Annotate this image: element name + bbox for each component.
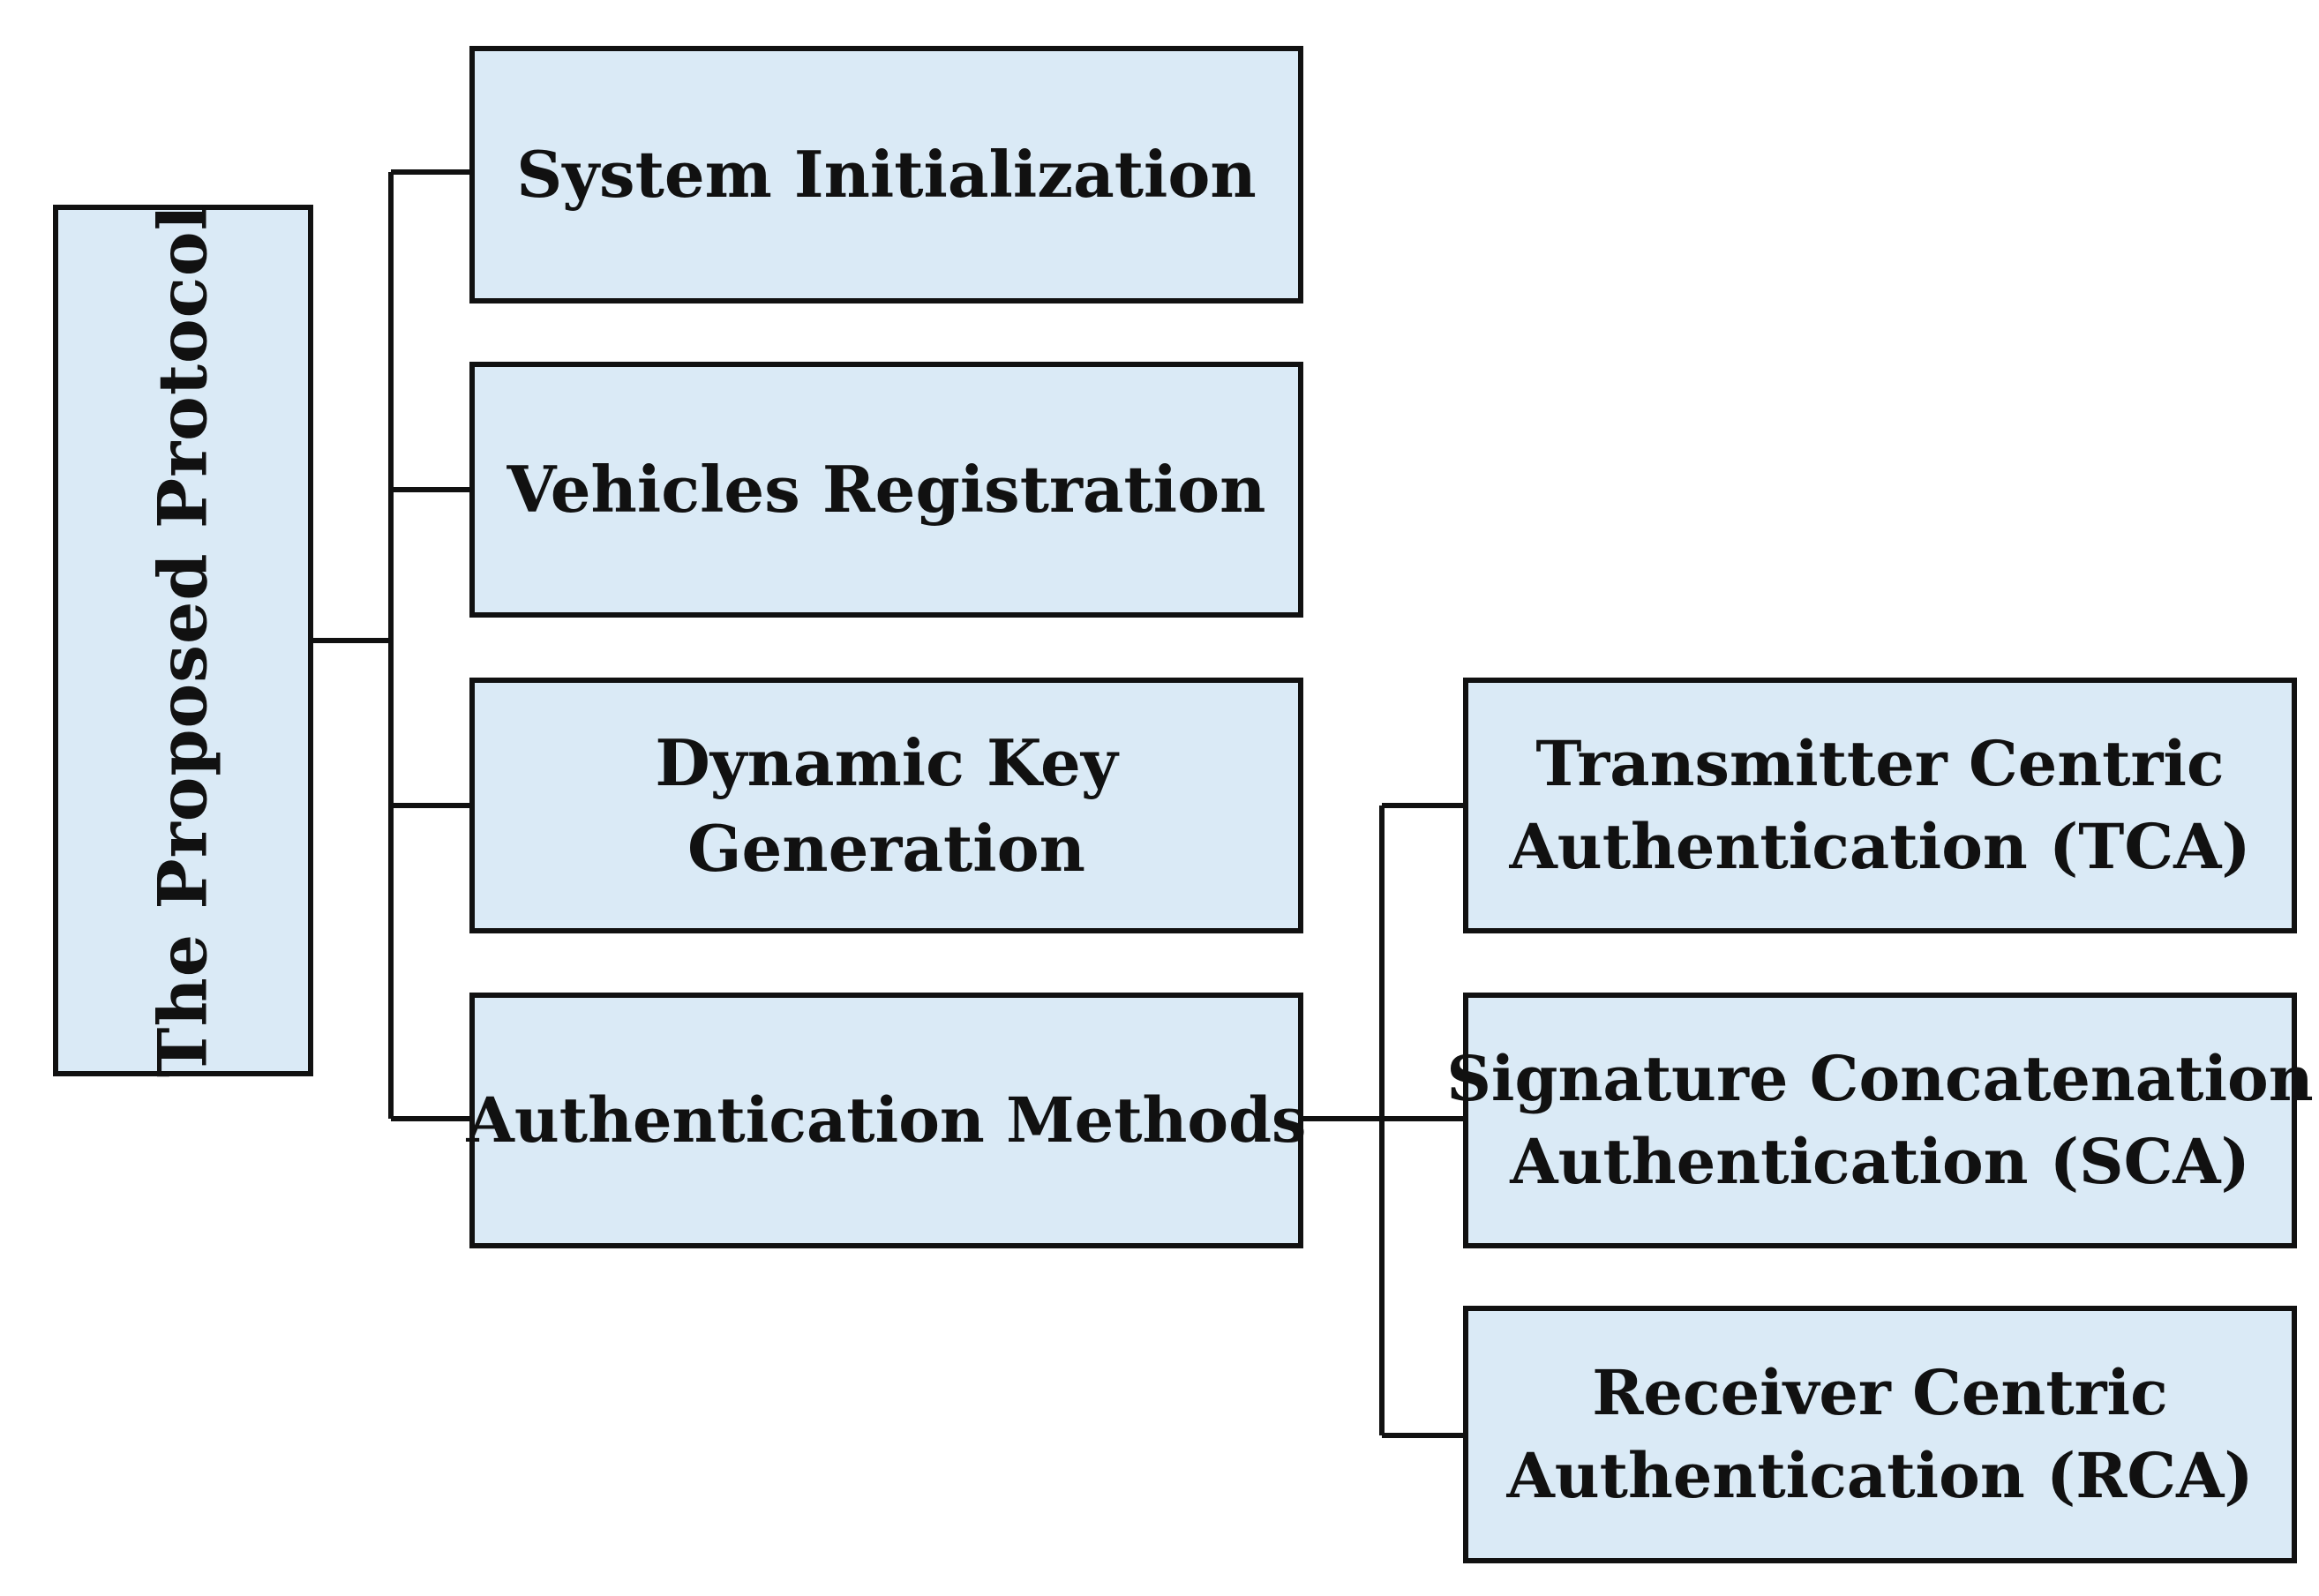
phase-node-authentication-methods: Authentication Methods (467, 993, 1306, 1248)
method-node-label-line-1: Receiver Centric (1592, 1355, 2168, 1429)
method-node-label-line-2: Authentication (RCA) (1506, 1439, 2254, 1512)
phase-node-system-initialization: System Initialization (469, 46, 1303, 303)
root-node-label: The Proposed Protocol (143, 204, 222, 1077)
phase-node-dynamic-key-generation: Dynamic Key Generation (469, 678, 1303, 933)
phase-node-label: Authentication Methods (466, 1083, 1307, 1157)
phase-node-vehicles-registration: Vehicles Registration (469, 362, 1303, 618)
method-node-tca: Transmitter Centric Authentication (TCA) (1463, 678, 2297, 933)
phase-node-label: Vehicles Registration (507, 452, 1266, 528)
method-node-label-line-2: Authentication (SCA) (1510, 1125, 2250, 1198)
method-node-sca: Signature Concatenation Authentication (… (1446, 993, 2314, 1248)
root-node-proposed-protocol: The Proposed Protocol (53, 204, 313, 1077)
method-node-label-line-1: Signature Concatenation (1446, 1041, 2314, 1115)
method-node-label-line-1: Transmitter Centric (1535, 726, 2225, 800)
method-node-label-line-2: Authentication (TCA) (1509, 810, 2251, 883)
method-node-rca: Receiver Centric Authentication (RCA) (1463, 1306, 2297, 1563)
phase-node-label-line-2: Generation (687, 811, 1085, 886)
phase-node-label-line-1: Dynamic Key (655, 724, 1118, 800)
phase-node-label: System Initialization (516, 137, 1257, 213)
